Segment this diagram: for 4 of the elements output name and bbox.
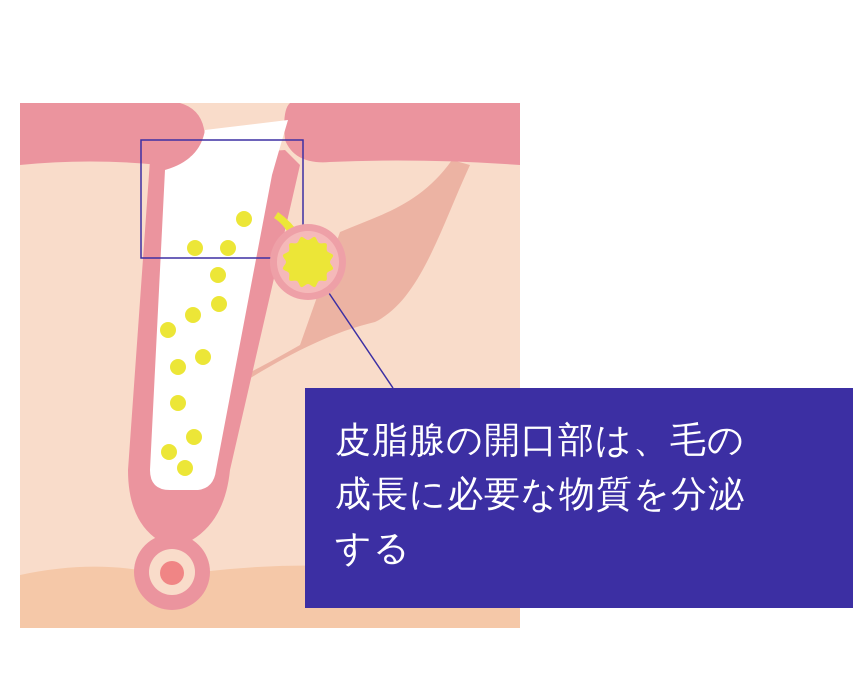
callout-box bbox=[305, 388, 853, 608]
sebaceous-gland-drawing bbox=[268, 222, 348, 302]
callout-text: 皮脂腺の開口部は、毛の成長に必要な物質を分泌する bbox=[335, 419, 746, 571]
leader-line bbox=[328, 293, 394, 388]
